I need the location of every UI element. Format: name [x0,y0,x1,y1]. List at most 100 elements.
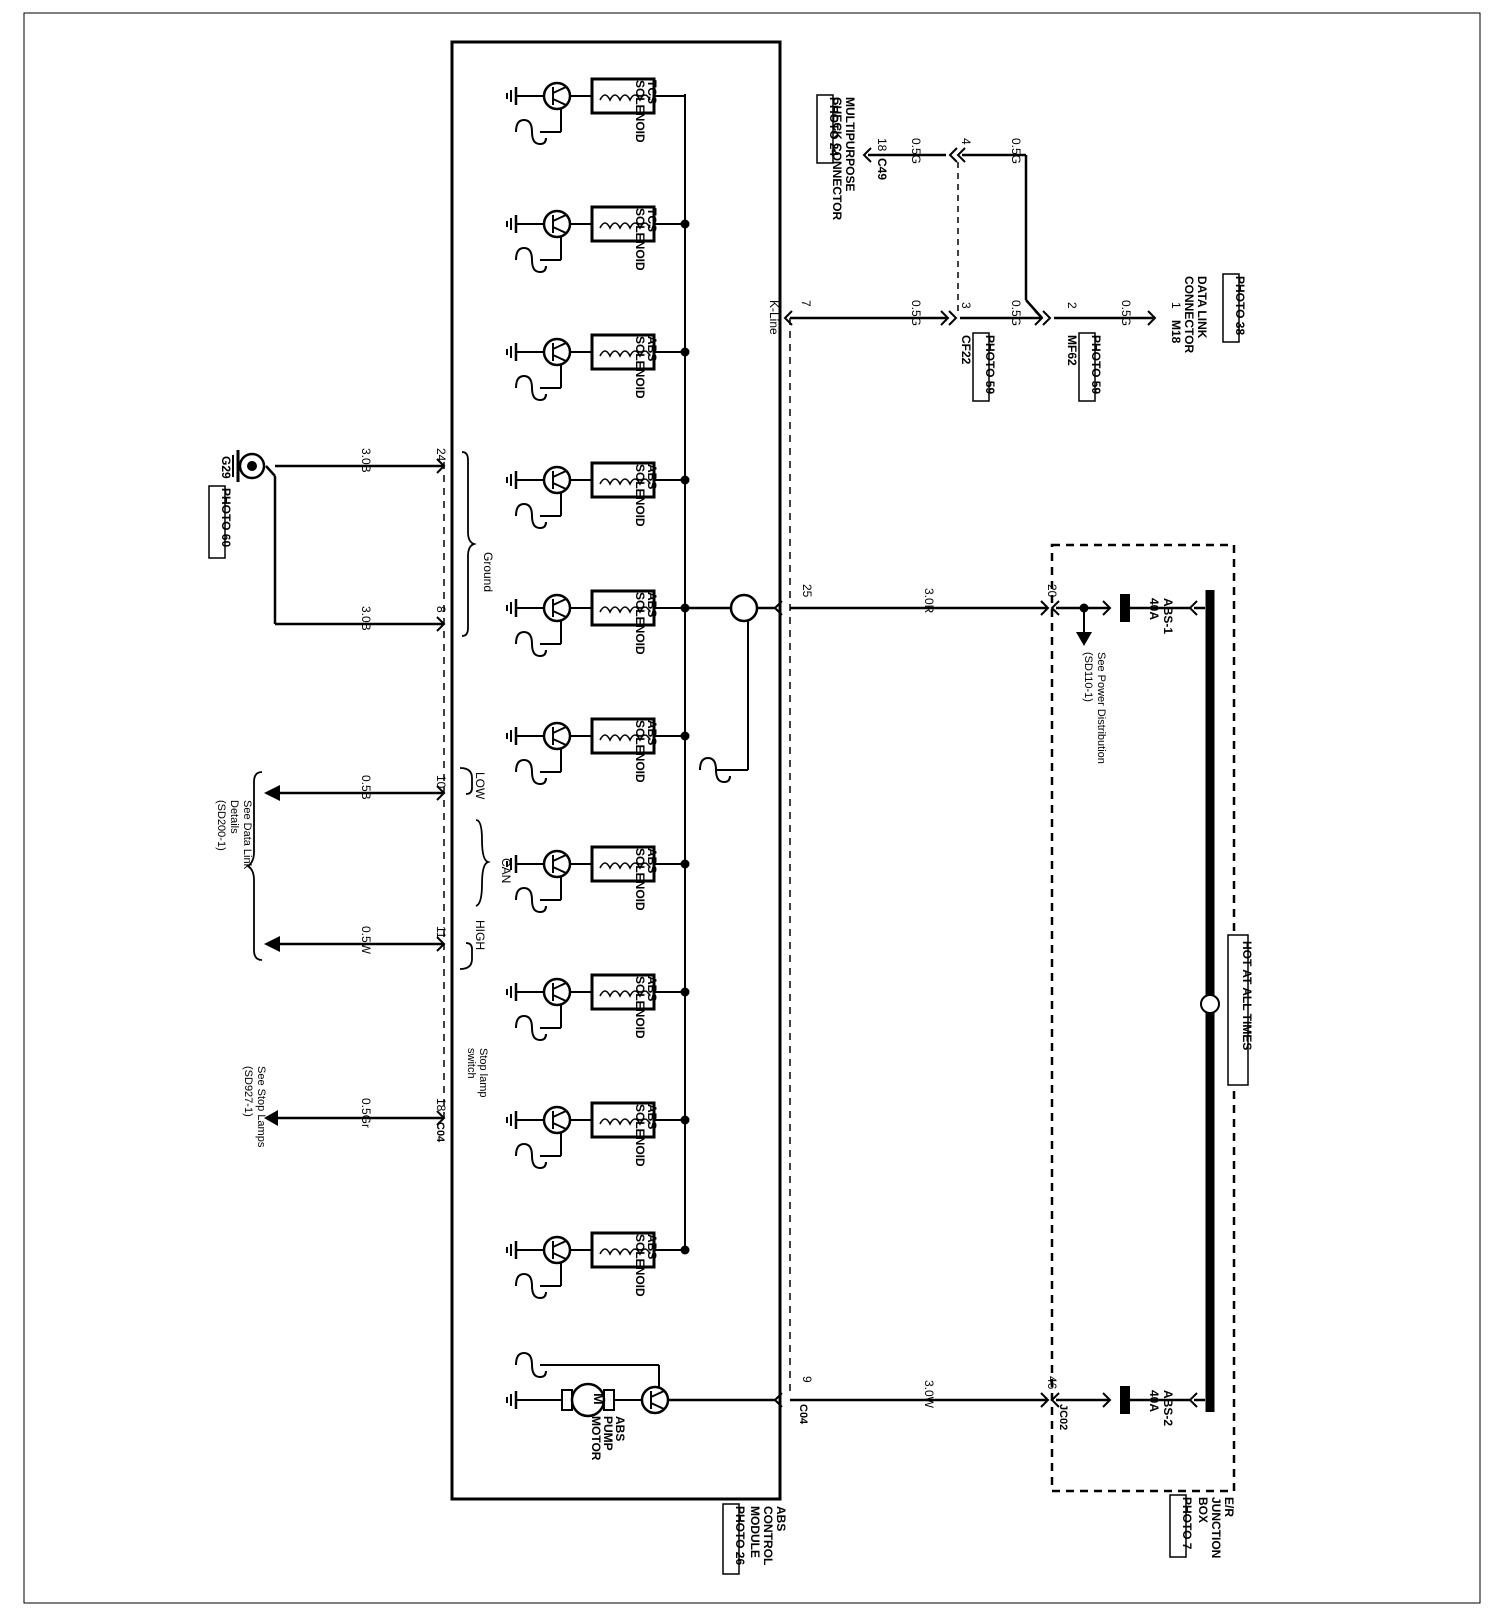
abs-module-box [450,40,782,1501]
driver-transistor-10 [542,1235,572,1265]
pump-brush-left [561,1389,573,1411]
mf62-id: MF62 [1065,335,1079,366]
m18-wire-label: 0.5G [1119,300,1133,326]
jb-name-line-2: JUNCTION [1209,1497,1223,1558]
ground-symbol-8 [506,983,530,1001]
can-high-bracket [459,942,473,970]
power-ref-line-2: (SD110-1) [1082,652,1094,702]
driver-transistor-2-collector [552,214,567,222]
driver-transistor-7-emitter [552,866,567,874]
solenoid-coil-4 [590,461,656,499]
driver-transistor-9-circle [542,1105,572,1135]
power-relay-signal [699,756,731,784]
solenoid-type-2: TCS [645,208,659,232]
jb-pin-chevron-1 [1040,600,1050,616]
solenoid-coil-2-winding [599,222,651,230]
ground-photo-text: PHOTO 60 [219,488,233,547]
can-low-bracket [459,767,473,795]
can-pin-number-2: 11 [434,926,448,939]
ground-eyelet-center [247,461,257,471]
solenoid-coil-7 [590,845,656,883]
mf62-pin-number: 2 [1065,302,1079,309]
cf22-pin-number: 3 [959,302,973,309]
jb-photo-text: PHOTO 7 [1180,1497,1194,1550]
driver-transistor-8 [542,977,572,1007]
module-name-line-3: MODULE [748,1506,762,1558]
module-name-line-1: ABS [774,1506,788,1531]
ground-pin-8-number: 8 [434,606,448,613]
stop-lamp-label-line-1: Stop lamp [477,1048,489,1098]
driver-transistor-8-emitter [552,994,567,1002]
m18-pin-chevron [1147,310,1157,326]
kline-pin-number: 7 [799,300,813,307]
bus-pin-chevron-1 [1188,600,1198,616]
driver-transistor-10-emitter [552,1252,567,1260]
cf22-pin-chevron-b [948,310,958,326]
cf22-top-chevron-b [948,147,958,163]
pump-label-line-3: MOTOR [589,1416,603,1461]
cf22-top-pin-number: 4 [959,138,973,145]
jb-photo-frame [1169,1494,1187,1558]
ground-symbol-3 [506,343,530,361]
control-signal-8 [515,1014,547,1042]
fuse-label-1: ABS-1 [1161,598,1175,634]
control-signal-1 [515,118,547,146]
driver-transistor-5-collector [552,598,567,606]
cf22-pin-chevron-a [940,310,950,326]
can-pin-chevron-1 [436,785,446,801]
can-brace [475,819,491,907]
fuse-rating-1: 40A [1147,598,1161,620]
driver-transistor-6-circle [542,721,572,751]
jb-pin-chevron-in-1 [1050,600,1060,616]
hot-label-frame [1227,934,1249,1086]
bus-junction-9 [680,1115,690,1125]
ground-symbol-1 [506,87,530,105]
solenoid-label-2: SOLENOID [633,208,647,271]
driver-transistor-7-circle [542,849,572,879]
jb-connector-id: JC02 [1057,1404,1069,1430]
solenoid-coil-10-winding [599,1248,651,1256]
bus-junction-7 [680,859,690,869]
ground-photo-frame [208,485,226,559]
power-split-arrow [1076,632,1092,646]
solenoid-coil-4-winding [599,478,651,486]
ground-pin-8-chevron [436,616,446,632]
driver-transistor-6-emitter [552,738,567,746]
bus-fusible-link [1200,994,1220,1014]
mf62-photo-text: PHOTO 59 [1089,335,1103,394]
pump-ground-symbol [506,1391,530,1409]
c49-pin-number: 18 [875,138,889,152]
cf22-wire-in-label: 0.5G [1009,300,1023,326]
driver-transistor-4-circle [542,465,572,495]
bus-pin-chevron-2 [1188,1392,1198,1408]
module-photo-text: PHOTO 26 [733,1506,747,1565]
control-signal-3 [515,374,547,402]
can-wire-label-2: 0.5W [359,926,373,955]
driver-transistor-3-collector [552,342,567,350]
cf22-photo-text: PHOTO 59 [983,335,997,394]
pump-motor-symbol: M [591,1393,607,1405]
ground-label: Ground [481,552,495,592]
fuse-pin-chevron-2 [1102,1392,1112,1408]
solenoid-coil-1 [590,77,656,115]
junction-box-outline [1050,543,1236,1493]
driver-transistor-2-emitter [552,226,567,234]
m18-id: M18 [1169,320,1183,344]
solenoid-coil-9 [590,1101,656,1139]
kline-pin-chevron [783,310,793,326]
driver-transistor-8-circle [542,977,572,1007]
stop-lamp-ref-line-1: See Stop Lamps [255,1066,267,1148]
driver-transistor-3 [542,337,572,367]
driver-transistor-2-circle [542,209,572,239]
solenoid-coil-1-winding [599,94,651,102]
module-photo-frame [722,1503,740,1575]
hot-at-all-times-label: HOT AT ALL TIMES [1200,934,1254,1086]
can-low-label: LOW [473,772,487,800]
